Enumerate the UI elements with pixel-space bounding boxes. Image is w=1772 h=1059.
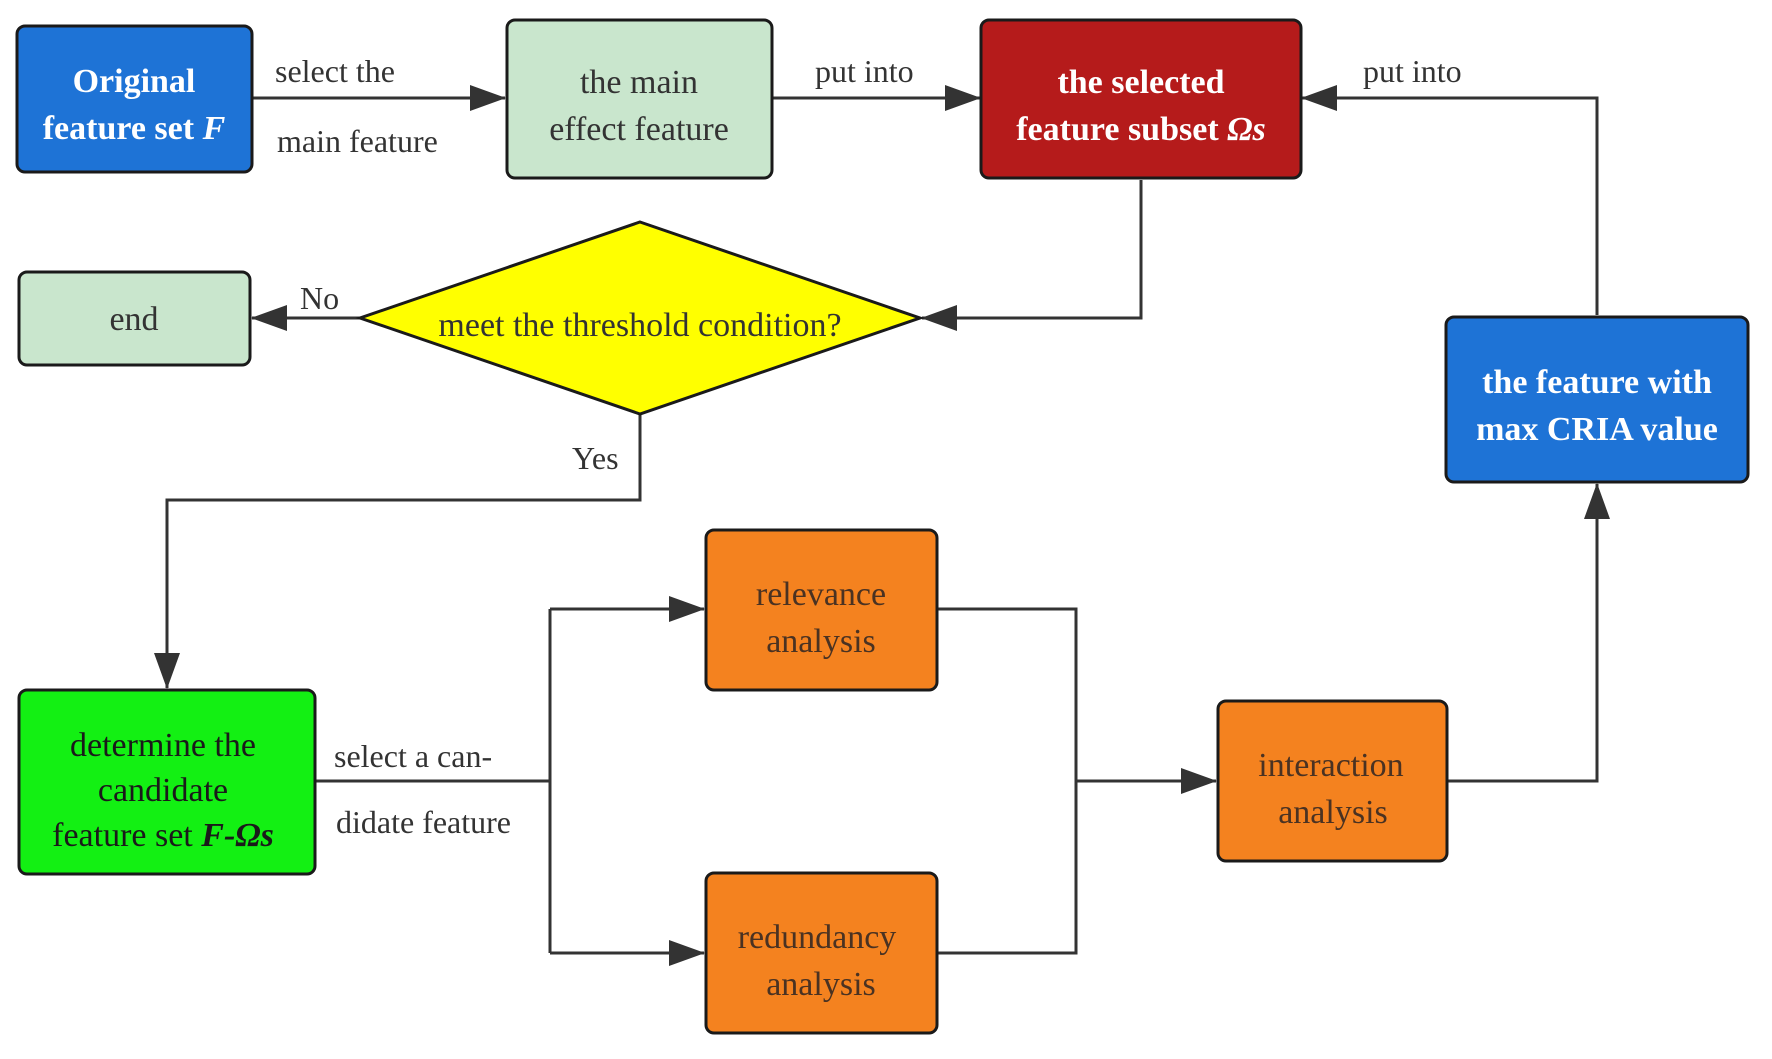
node-original-line2: feature set F bbox=[43, 110, 226, 147]
node-interaction-line2: analysis bbox=[1278, 794, 1388, 831]
node-redundancy-analysis: redundancy analysis bbox=[704, 871, 939, 1035]
edge-selected-to-threshold bbox=[921, 180, 1143, 331]
label-select-candidate-2: didate feature bbox=[336, 804, 511, 840]
label-select-the: select the bbox=[275, 53, 395, 89]
node-original-line1: Original bbox=[73, 63, 196, 100]
node-interaction-line1: interaction bbox=[1258, 747, 1403, 784]
edge-threshold-to-candidate bbox=[154, 414, 642, 689]
node-candidate-line3: feature set F-Ωs bbox=[52, 817, 274, 854]
edge-max-cria-to-selected bbox=[1301, 85, 1599, 315]
label-no: No bbox=[300, 280, 339, 316]
edge-labels: select the main feature put into put int… bbox=[275, 53, 1462, 840]
node-end: end bbox=[17, 270, 252, 367]
node-relevance-analysis: relevance analysis bbox=[704, 528, 939, 692]
node-candidate-line1: determine the bbox=[70, 727, 256, 764]
node-threshold-label: meet the threshold condition? bbox=[438, 307, 841, 344]
node-threshold-decision: meet the threshold condition? bbox=[355, 220, 925, 416]
node-original-feature-set: Original feature set F bbox=[15, 24, 254, 174]
node-main-effect-line2: effect feature bbox=[549, 111, 729, 148]
node-redundancy-line2: analysis bbox=[766, 966, 876, 1003]
node-interaction-analysis: interaction analysis bbox=[1216, 699, 1449, 863]
edge-interaction-to-max-cria bbox=[1447, 483, 1610, 783]
label-put-into-1: put into bbox=[815, 53, 914, 89]
edges bbox=[154, 85, 1610, 966]
node-relevance-line1: relevance bbox=[756, 576, 886, 613]
node-selected-feature-subset: the selected feature subset Ωs bbox=[979, 18, 1303, 180]
node-max-cria-feature: the feature with max CRIA value bbox=[1444, 315, 1750, 484]
node-end-label: end bbox=[109, 301, 158, 338]
label-yes: Yes bbox=[572, 440, 619, 476]
node-max-cria-line1: the feature with bbox=[1482, 364, 1712, 401]
label-main-feature: main feature bbox=[277, 123, 438, 159]
node-candidate-line2: candidate bbox=[98, 772, 228, 809]
node-selected-line2: feature subset Ωs bbox=[1016, 111, 1266, 148]
label-put-into-2: put into bbox=[1363, 53, 1462, 89]
node-redundancy-line1: redundancy bbox=[738, 919, 897, 956]
node-candidate-feature-set: determine the candidate feature set F-Ωs bbox=[17, 688, 317, 876]
edge-relevance-to-merge bbox=[937, 607, 1078, 955]
node-main-effect-line1: the main bbox=[580, 64, 698, 101]
node-main-effect-feature: the main effect feature bbox=[505, 18, 774, 180]
label-select-candidate-1: select a can- bbox=[334, 738, 492, 774]
node-max-cria-line2: max CRIA value bbox=[1476, 411, 1718, 448]
node-selected-line1: the selected bbox=[1057, 64, 1224, 101]
node-relevance-line2: analysis bbox=[766, 623, 876, 660]
